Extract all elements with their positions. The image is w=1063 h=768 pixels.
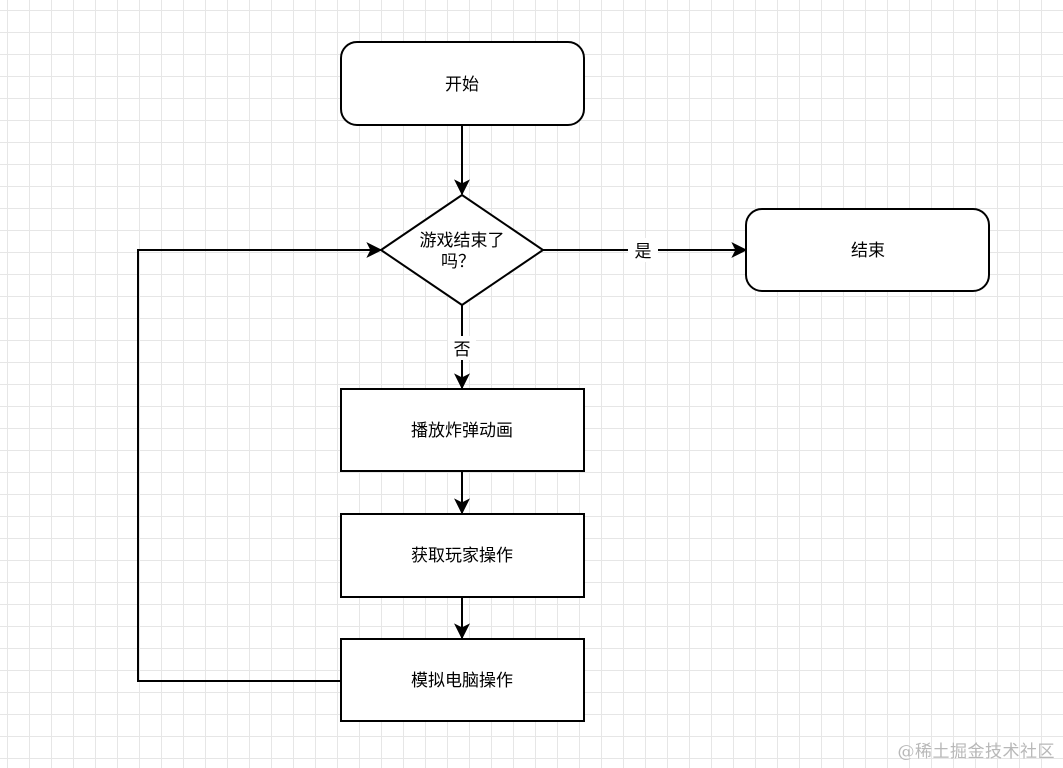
node-decision: 游戏结束了 吗？ xyxy=(379,193,545,307)
node-decision-label-line2: 吗？ xyxy=(441,252,475,272)
node-step-play-bomb-animation: 播放炸弹动画 xyxy=(340,388,585,472)
edge-label-bg-no xyxy=(448,336,476,360)
edge-decision-to-step1: 否 xyxy=(448,305,476,390)
edge-label-bg-yes xyxy=(628,238,658,262)
edge-label-no: 否 xyxy=(454,340,471,360)
node-decision-label-line1: 游戏结束了 xyxy=(420,231,505,251)
edge-label-yes: 是 xyxy=(635,242,652,262)
watermark-text: @稀土掘金技术社区 xyxy=(897,742,1055,762)
edge-decision-to-end: 是 xyxy=(543,238,748,262)
node-step-simulate-computer-action: 模拟电脑操作 xyxy=(340,638,585,722)
node-start: 开始 xyxy=(340,41,585,126)
node-end-label: 结束 xyxy=(851,241,885,261)
node-end: 结束 xyxy=(745,208,990,292)
edge-loop-back xyxy=(137,242,383,682)
node-start-label: 开始 xyxy=(445,75,479,95)
node-step-get-player-action: 获取玩家操作 xyxy=(340,513,585,598)
node-step1-label: 播放炸弹动画 xyxy=(411,421,513,441)
node-step3-label: 模拟电脑操作 xyxy=(411,671,513,691)
node-step2-label: 获取玩家操作 xyxy=(411,546,513,566)
